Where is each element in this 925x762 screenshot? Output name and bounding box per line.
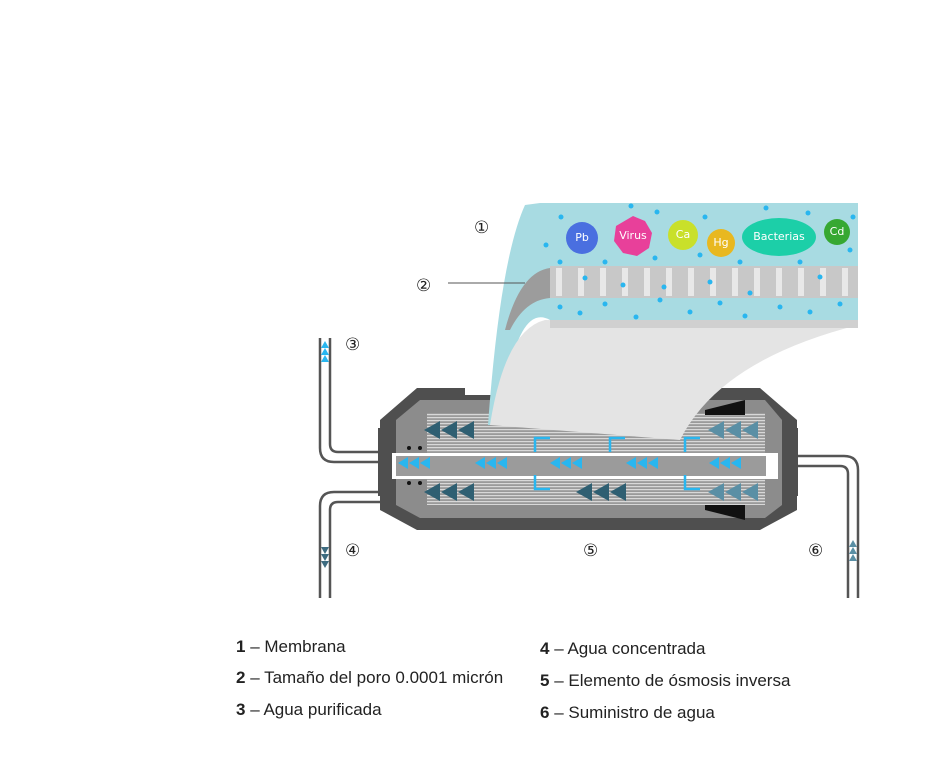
particle-pb: Pb bbox=[566, 222, 598, 254]
callout-1: ① bbox=[474, 218, 489, 238]
callout-4: ④ bbox=[345, 541, 360, 561]
flow-arrows-up-3 bbox=[321, 341, 329, 362]
particle-ca: Ca bbox=[668, 220, 698, 250]
membrane-detail: Pb Virus Ca Hg Bacterias Cd bbox=[488, 203, 858, 440]
water-molecules bbox=[543, 203, 856, 320]
svg-text:Cd: Cd bbox=[830, 225, 845, 238]
legend-item-2: 2 – Tamaño del poro 0.0001 micrón bbox=[236, 668, 504, 687]
callout-5: ⑤ bbox=[583, 541, 598, 561]
svg-text:Hg: Hg bbox=[713, 236, 728, 249]
callout-numbers: ① ② ③ ④ ⑤ ⑥ bbox=[345, 218, 823, 561]
flow-arrows-up-6 bbox=[849, 540, 857, 561]
permeate-turn-arrows bbox=[533, 436, 700, 491]
particle-hg: Hg bbox=[707, 229, 735, 257]
feed-flow-arrows bbox=[708, 421, 758, 501]
legend-item-3: 3 – Agua purificada bbox=[236, 700, 382, 719]
particle-cd: Cd bbox=[824, 219, 850, 245]
pipe-purified-water bbox=[318, 338, 392, 464]
legend-item-6: 6 – Suministro de agua bbox=[540, 703, 715, 722]
svg-text:Pb: Pb bbox=[575, 231, 589, 244]
permeate-flow-arrows bbox=[398, 457, 741, 469]
callout-6: ⑥ bbox=[808, 541, 823, 561]
concentrate-flow-arrows bbox=[424, 421, 626, 501]
legend-item-4: 4 – Agua concentrada bbox=[540, 639, 706, 658]
callout-3: ③ bbox=[345, 335, 360, 355]
pipe-concentrate bbox=[318, 490, 392, 598]
svg-text:Virus: Virus bbox=[619, 229, 647, 242]
particle-bacteria: Bacterias bbox=[742, 218, 816, 256]
legend-item-5: 5 – Elemento de ósmosis inversa bbox=[540, 671, 791, 690]
flow-arrows-down-4 bbox=[321, 547, 329, 568]
svg-text:Bacterias: Bacterias bbox=[753, 230, 805, 243]
legend-item-1: 1 – Membrana bbox=[236, 637, 346, 656]
callout-2: ② bbox=[416, 276, 431, 296]
particle-virus: Virus bbox=[614, 216, 652, 256]
svg-text:Ca: Ca bbox=[676, 228, 690, 241]
pipe-supply bbox=[780, 454, 860, 598]
